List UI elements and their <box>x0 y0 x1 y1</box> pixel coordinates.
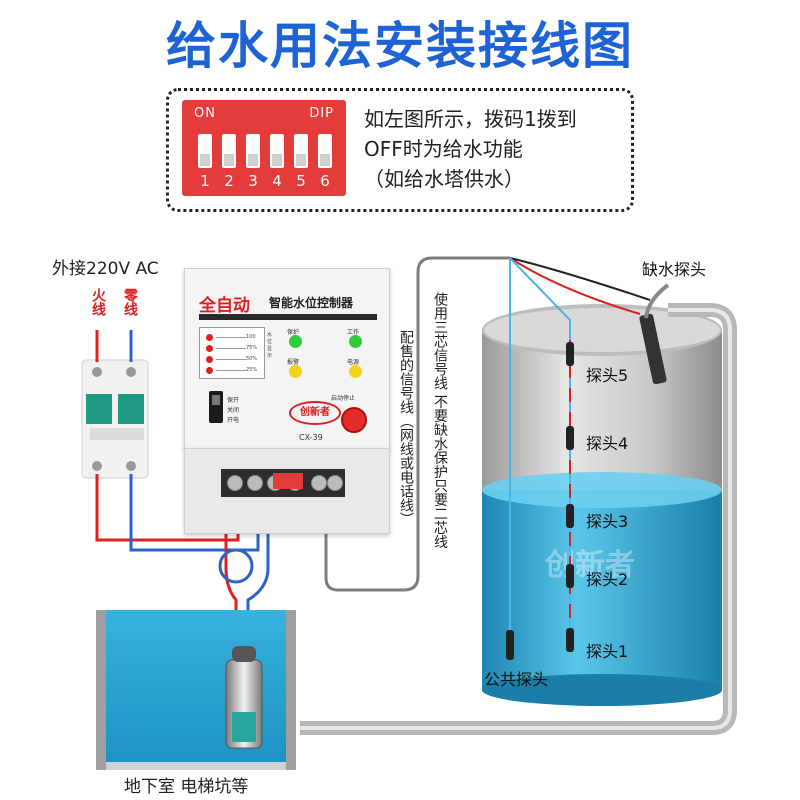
switch-label: 关闭 <box>227 407 240 414</box>
instruction-text: 如左图所示，拨码1拨到 OFF时为给水功能 （如给水塔供水） <box>364 104 626 194</box>
dip-switch-6[interactable] <box>318 134 332 168</box>
dip-number: 2 <box>224 172 234 190</box>
low-water-probe-label: 缺水探头 <box>642 260 707 279</box>
basement-label: 地下室 电梯坑等 <box>124 777 249 797</box>
signal-wire-note: 配售的信号线（网线或电话线） <box>398 330 414 526</box>
power-label: 外接220V AC <box>52 259 159 279</box>
dip-switch-small <box>273 473 303 489</box>
dip-switch-3[interactable] <box>246 134 260 168</box>
power-indicator <box>349 365 362 378</box>
dip-brand-label: DIP <box>309 106 334 121</box>
alarm-indicator <box>289 365 302 378</box>
three-core-note: 使用三芯信号线 不要缺水保护只要二芯线 <box>432 292 448 549</box>
circuit-breaker <box>81 359 149 479</box>
common-probe-label: 公共探头 <box>484 670 549 689</box>
level-display: 100 75% 50% 25% <box>199 327 265 379</box>
basement-pool <box>96 610 296 770</box>
switch-label: 开电 <box>227 417 240 424</box>
dip-on-label: ON <box>194 106 216 121</box>
start-stop-button[interactable] <box>341 407 367 433</box>
pump-wire-blue <box>246 505 270 650</box>
neutral-label: 零线 <box>122 288 138 316</box>
protect-indicator <box>289 335 302 348</box>
instruction-line-1: 如左图所示，拨码1拨到 <box>364 107 577 131</box>
level-side-label: 水位显示 <box>267 332 273 359</box>
dip-switch-2[interactable] <box>222 134 236 168</box>
dip-number: 1 <box>200 172 210 190</box>
probe-label: 探头5 <box>586 366 629 385</box>
probe-wire-black <box>509 257 651 301</box>
live-label: 火线 <box>90 288 106 316</box>
instruction-line-2: OFF时为给水功能 <box>364 137 523 161</box>
work-indicator <box>349 335 362 348</box>
dip-switch-1[interactable] <box>198 134 212 168</box>
stop-button-label: 启动停止 <box>331 395 356 402</box>
terminal-block <box>184 448 390 534</box>
water-tank: 创新者 <box>482 304 722 706</box>
dip-number: 3 <box>248 172 258 190</box>
instruction-line-3: （如给水塔供水） <box>364 167 524 191</box>
controller-title-name: 智能水位控制器 <box>269 296 354 310</box>
dip-switch-4[interactable] <box>270 134 284 168</box>
mode-switch[interactable] <box>209 391 223 423</box>
submersible-pump <box>225 646 263 749</box>
tank-watermark: 创新者 <box>544 548 635 583</box>
level-label: 25% <box>246 367 258 373</box>
probe-label: 探头3 <box>586 512 629 531</box>
controller-title-auto: 全自动 <box>199 296 250 316</box>
signal-cable <box>324 256 510 592</box>
model-label: CX-39 <box>299 433 323 442</box>
indicator-label: 保护 <box>287 329 300 336</box>
level-label: 100 <box>246 334 256 340</box>
indicator-label: 报警 <box>287 359 300 366</box>
switch-label: 保开 <box>227 397 240 404</box>
probe-wire-red <box>509 257 641 315</box>
brand-logo: 创新者 <box>289 401 341 425</box>
probe-label: 探头1 <box>586 642 629 661</box>
dip-number: 4 <box>272 172 282 190</box>
probe-label: 探头4 <box>586 434 629 453</box>
probe-label: 探头2 <box>586 570 629 589</box>
probe-column <box>506 342 574 660</box>
level-label: 50% <box>246 356 258 362</box>
water-level-controller: 全自动 智能水位控制器 100 75% 50% 25% 水位显示 保护 工作 报… <box>184 268 390 450</box>
dip-switch-5[interactable] <box>294 134 308 168</box>
level-label: 75% <box>246 345 258 351</box>
dip-switch-panel: ON DIP 1 2 3 4 5 6 <box>182 100 346 196</box>
dip-number: 6 <box>320 172 330 190</box>
indicator-label: 工作 <box>347 329 360 336</box>
pump-wire-red <box>224 505 238 650</box>
low-water-probe <box>639 283 670 385</box>
instruction-box <box>166 88 634 212</box>
indicator-label: 电源 <box>347 359 360 366</box>
page-title: 给水用法安装接线图 <box>166 17 634 75</box>
dip-number: 5 <box>296 172 306 190</box>
